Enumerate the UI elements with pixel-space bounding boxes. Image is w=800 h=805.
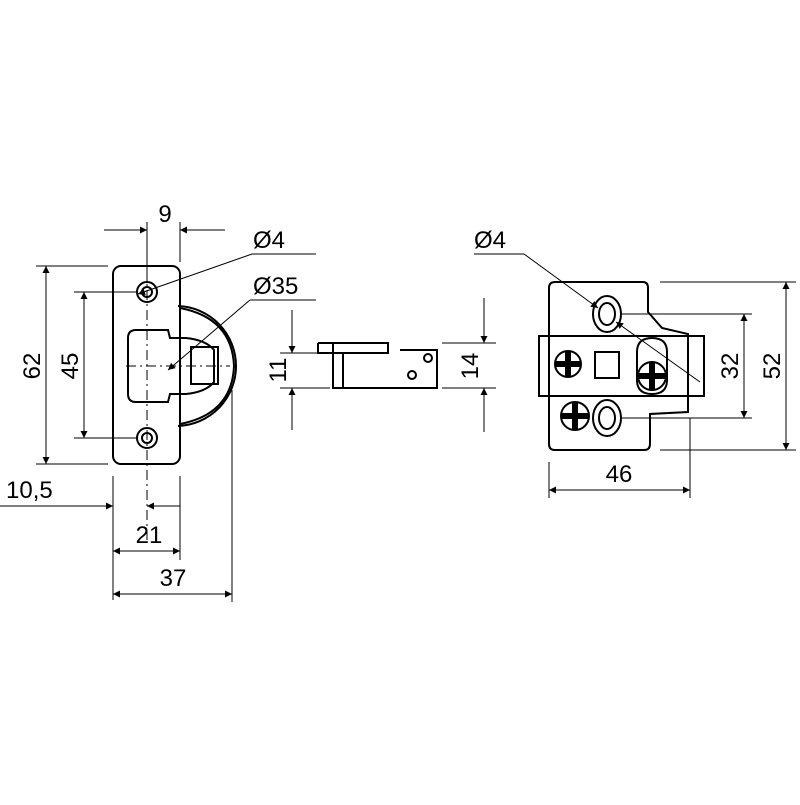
plate-top-hole-inner (598, 302, 616, 326)
side-arm-top (317, 342, 389, 354)
dim-45-label: 45 (57, 353, 84, 380)
dim-52: 52 (660, 281, 796, 451)
dim-10-5-label: 10,5 (6, 477, 53, 504)
dim-9: 9 (104, 201, 225, 282)
cam-slot (636, 336, 668, 396)
plate-top-hole-outer (592, 295, 622, 333)
dim-9-label: 9 (158, 201, 171, 228)
left-screw-icon (554, 350, 582, 378)
bottom-screw-icon (560, 401, 590, 431)
dim-hole-left-label: Ø4 (253, 227, 285, 254)
dim-11-label: 11 (265, 358, 292, 383)
dim-hole-left: Ø4 (137, 227, 316, 295)
dim-cup-label: Ø35 (253, 273, 298, 300)
side-rivet-top (423, 353, 433, 363)
dim-52-label: 52 (759, 353, 786, 380)
dim-37-label: 37 (160, 565, 187, 592)
dim-32-label: 32 (717, 353, 744, 380)
dim-11: 11 (265, 310, 330, 430)
dim-46-label: 46 (606, 461, 633, 488)
dim-37: 37 (113, 390, 233, 602)
dim-hole-right: Ø4 (474, 227, 701, 383)
cup-edge (179, 307, 236, 425)
plate-outline (548, 281, 689, 451)
side-rivet-bottom (407, 370, 417, 380)
dim-14-label: 14 (457, 353, 484, 380)
dim-cup: Ø35 (167, 273, 316, 371)
plate-square (594, 351, 620, 379)
arm-cutout (127, 329, 215, 403)
plate-bottom-hole-inner (598, 406, 616, 430)
hinge-side-view (317, 342, 438, 389)
dim-45: 45 (57, 291, 137, 439)
dim-14: 14 (442, 298, 496, 432)
dim-10-5: 10,5 (0, 476, 180, 600)
cup-outline (177, 305, 238, 427)
dim-hole-right-label: Ø4 (474, 227, 506, 254)
dim-21: 21 (113, 476, 181, 560)
dim-62: 62 (19, 265, 108, 465)
dim-62-label: 62 (19, 353, 46, 380)
plate-bottom-hole-outer (592, 399, 622, 437)
hinge-arm-front-view (112, 265, 238, 540)
cam-screw-icon (637, 361, 667, 391)
mounting-plate-view (538, 281, 705, 451)
dim-21-label: 21 (136, 522, 163, 549)
side-body (332, 349, 438, 389)
dim-46: 46 (548, 418, 691, 498)
dim-32: 32 (622, 313, 752, 419)
